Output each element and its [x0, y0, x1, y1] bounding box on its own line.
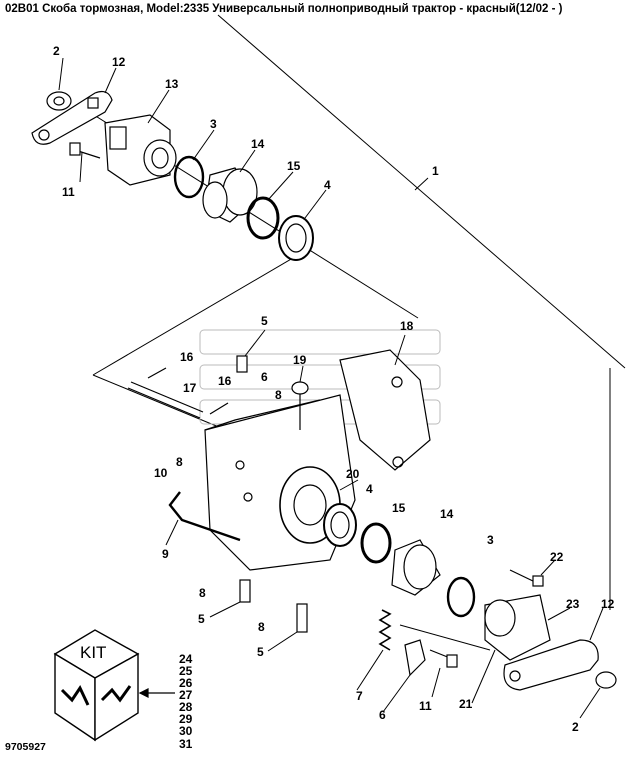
part-3-oring-low: [446, 576, 476, 618]
callout-6: 6: [261, 370, 268, 384]
callout-18: 18: [400, 319, 414, 333]
callout-3-top: 3: [210, 117, 217, 131]
kit-item: 28: [179, 700, 193, 714]
part-7-spring: [378, 609, 392, 651]
leader-lines: [58, 57, 604, 719]
callout-15-top: 15: [287, 159, 301, 173]
callout-12-top: 12: [112, 55, 126, 69]
kit-label: KIT: [80, 643, 106, 662]
page-title: 02B01 Скоба тормозная, Model:2335 Универ…: [5, 3, 563, 15]
kit-item: 24: [179, 652, 193, 666]
callout-8-left: 8: [176, 455, 183, 469]
kit-item: 30: [179, 724, 193, 738]
callout-7: 7: [356, 689, 363, 703]
callout-15-low: 15: [392, 501, 406, 515]
callout-14-top: 14: [251, 137, 265, 151]
kit-item: 26: [179, 676, 193, 690]
part-4-seal-top: [278, 215, 314, 261]
callout-11-top: 11: [62, 185, 75, 199]
kit-item: 31: [179, 737, 193, 751]
part-11-bolt-top: [69, 142, 101, 159]
part-11-bolt-low: [429, 649, 458, 668]
callout-23: 23: [566, 597, 580, 611]
part-2-washer-low: [595, 671, 617, 689]
callout-8-low2: 8: [258, 620, 265, 634]
part-21-actuator-low: [484, 594, 551, 661]
part-16-clips: [147, 367, 229, 415]
part-13-actuator-top: [104, 114, 177, 186]
callout-5-mid: 5: [261, 314, 268, 328]
kit-item: 27: [179, 688, 193, 702]
part-5-bleeders-low: [239, 579, 308, 633]
callout-2-low: 2: [572, 720, 579, 734]
callout-10: 10: [154, 466, 168, 480]
part-15-ring-low: [360, 522, 392, 564]
callout-5-low2: 5: [257, 645, 264, 659]
callout-11-low: 11: [419, 699, 432, 713]
part-9-tube: [168, 491, 241, 542]
part-14-piston-low: [391, 539, 441, 596]
part-2-washer-top: [46, 91, 72, 111]
callout-20: 20: [346, 467, 360, 481]
callout-16-b: 16: [218, 374, 232, 388]
callout-9: 9: [162, 547, 169, 561]
callout-5-low1: 5: [198, 612, 205, 626]
part-12-lever-top: [31, 90, 113, 145]
callout-22: 22: [550, 550, 564, 564]
part-22-bolt: [509, 569, 544, 587]
callout-12-low: 12: [601, 597, 615, 611]
callout-16-a: 16: [180, 350, 194, 364]
callout-labels: 1 2 12 13 3 14 15 4 11 5 16 16 6 17 19 8…: [53, 44, 615, 734]
part-4-seal-low: [323, 503, 357, 547]
kit-item: 29: [179, 712, 193, 726]
callout-3-low: 3: [487, 533, 494, 547]
callout-1: 1: [432, 164, 439, 178]
callout-14-low: 14: [440, 507, 454, 521]
assembly-boundary-lines: [85, 14, 626, 651]
callout-8-low1: 8: [199, 586, 206, 600]
part-12-lever-low: [503, 639, 599, 691]
callout-17: 17: [183, 381, 197, 395]
callout-6-low: 6: [379, 708, 386, 722]
kit-box-icon: KIT: [53, 629, 140, 742]
part-15-ring-top: [246, 196, 280, 240]
callout-4-low: 4: [366, 482, 373, 496]
part-18-bracket: [339, 349, 431, 471]
callout-21: 21: [459, 697, 473, 711]
part-5-bleeder-top: [236, 355, 248, 373]
kit-item: 25: [179, 664, 193, 678]
kit-item-list: 24 25 26 27 28 29 30 31: [179, 652, 193, 751]
callout-13: 13: [165, 77, 179, 91]
drawing-code: 9705927: [5, 741, 46, 753]
part-17-pin: [127, 381, 204, 419]
callout-19: 19: [293, 353, 307, 367]
part-3-oring-top: [173, 155, 205, 199]
callout-2-top: 2: [53, 44, 60, 58]
part-14-piston-top: [202, 167, 258, 223]
callout-4-top: 4: [324, 178, 331, 192]
callout-8-mid: 8: [275, 388, 282, 402]
part-6-clip-low: [404, 639, 426, 677]
